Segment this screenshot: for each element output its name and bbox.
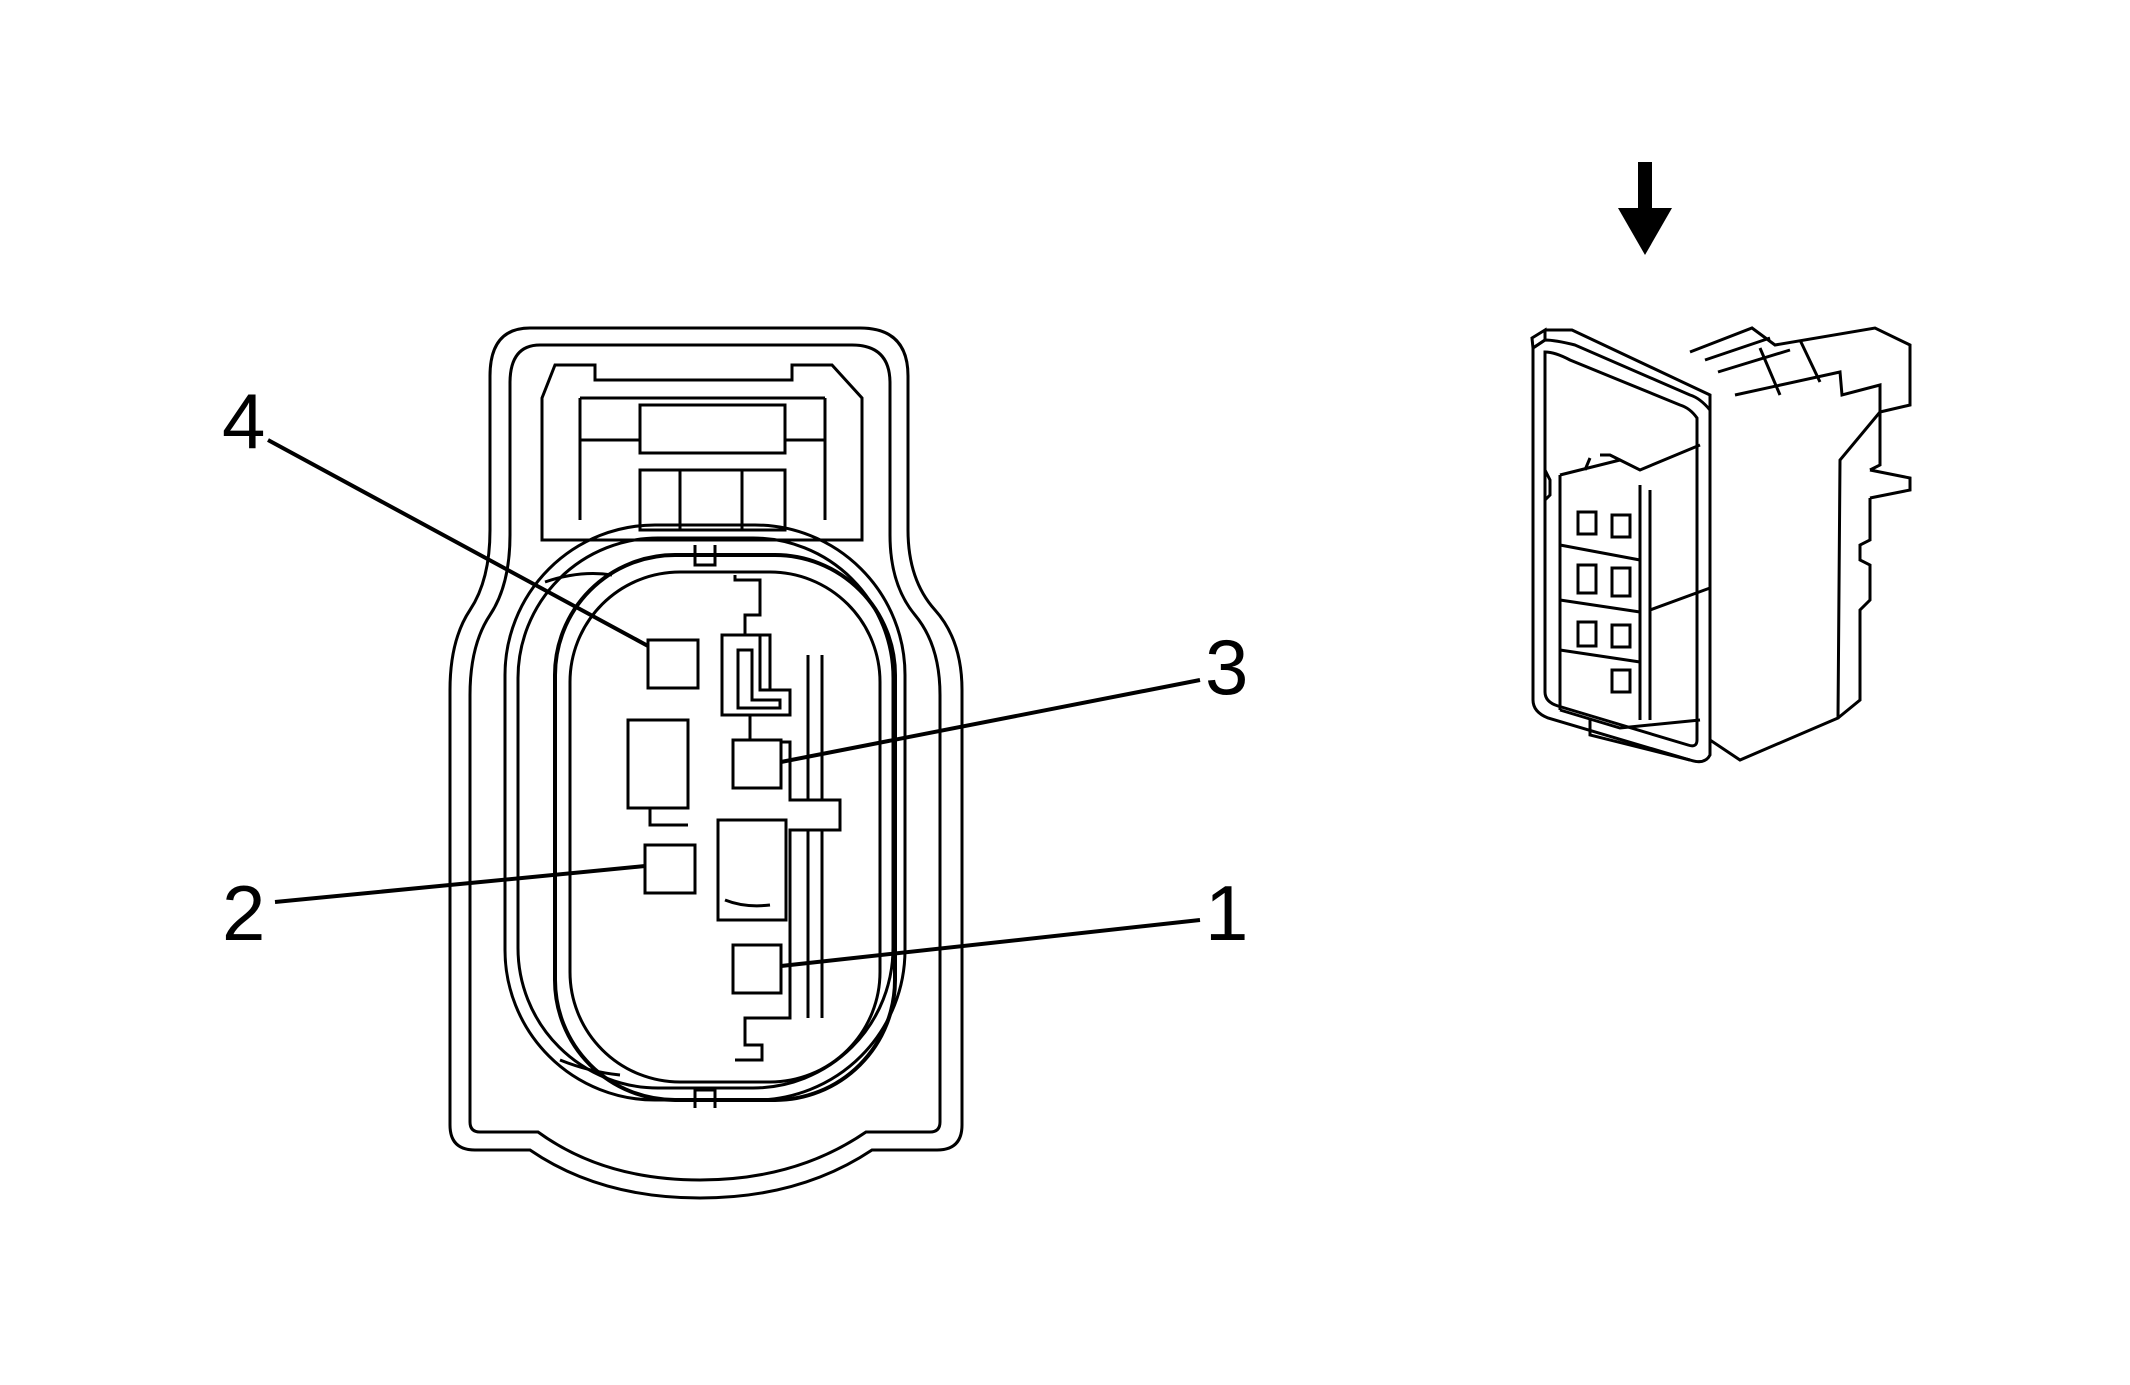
pin-2-label: 2 (222, 869, 265, 957)
pin-4-cavity (646, 638, 700, 690)
connector-isometric-view (1530, 326, 1912, 764)
contact-cavity (568, 570, 882, 1084)
iso-cavity-5 (1576, 620, 1598, 648)
down-arrow-icon (1618, 162, 1672, 255)
iso-cavity-7 (1610, 668, 1632, 694)
pin-2-cavity (643, 843, 697, 895)
pin-1-label: 1 (1205, 869, 1248, 957)
iso-cavity-1 (1576, 510, 1598, 536)
pin-4-label: 4 (222, 377, 265, 465)
pin-3-cavity (731, 738, 783, 790)
pin-4-leader (267, 438, 649, 648)
pin-3-leader (780, 678, 1201, 764)
pin-callouts: 4 3 2 1 (222, 377, 1248, 968)
iso-cavity-4 (1610, 566, 1632, 598)
connector-housing (1545, 328, 1882, 762)
pin-3-label: 3 (1205, 623, 1248, 711)
connector-hood (1531, 338, 1712, 764)
cavity-plug-left (626, 718, 690, 810)
iso-cavity-3 (1576, 563, 1598, 595)
latch-tab (638, 403, 787, 455)
connector-outer-shell (448, 326, 964, 1200)
connector-face-view (448, 326, 964, 1200)
latch-frame (540, 363, 864, 542)
iso-cavity-2 (1610, 513, 1632, 539)
latch-lock (638, 468, 787, 532)
pin-1-leader (780, 918, 1201, 968)
seal-ring-outer (503, 523, 907, 1102)
iso-cavity-6 (1610, 623, 1632, 649)
connector-inner-shell (468, 343, 942, 1182)
cavity-plug-lower (716, 818, 788, 922)
seal-ring-inner (553, 553, 897, 1102)
pin-1-cavity (731, 943, 783, 995)
pin-2-leader (274, 864, 646, 904)
